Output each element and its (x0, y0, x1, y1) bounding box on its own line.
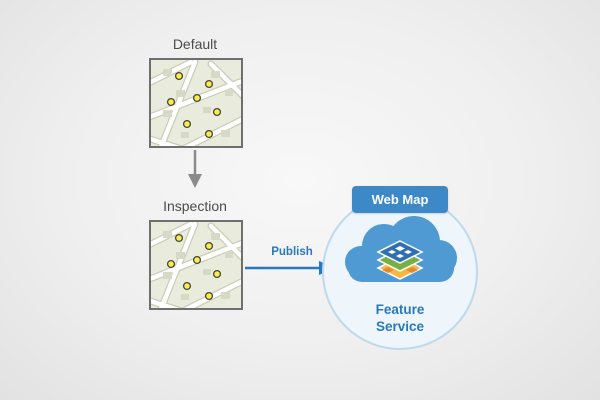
cloud-icon (338, 212, 462, 301)
feature-service-label: Feature Service (340, 302, 460, 336)
publish-label: Publish (271, 246, 313, 258)
default-map-thumbnail (149, 58, 243, 148)
web-map-badge: Web Map (352, 186, 448, 213)
inspection-map-thumbnail (149, 220, 243, 310)
default-label: Default (172, 36, 218, 52)
down-arrow-icon (188, 150, 202, 188)
feature-service-text: Feature Service (375, 302, 425, 334)
inspection-map-image (151, 222, 241, 308)
cloud-svg (345, 216, 457, 282)
inspection-label: Inspection (163, 198, 227, 214)
layers-icon (376, 240, 424, 280)
default-map-image (151, 60, 241, 146)
